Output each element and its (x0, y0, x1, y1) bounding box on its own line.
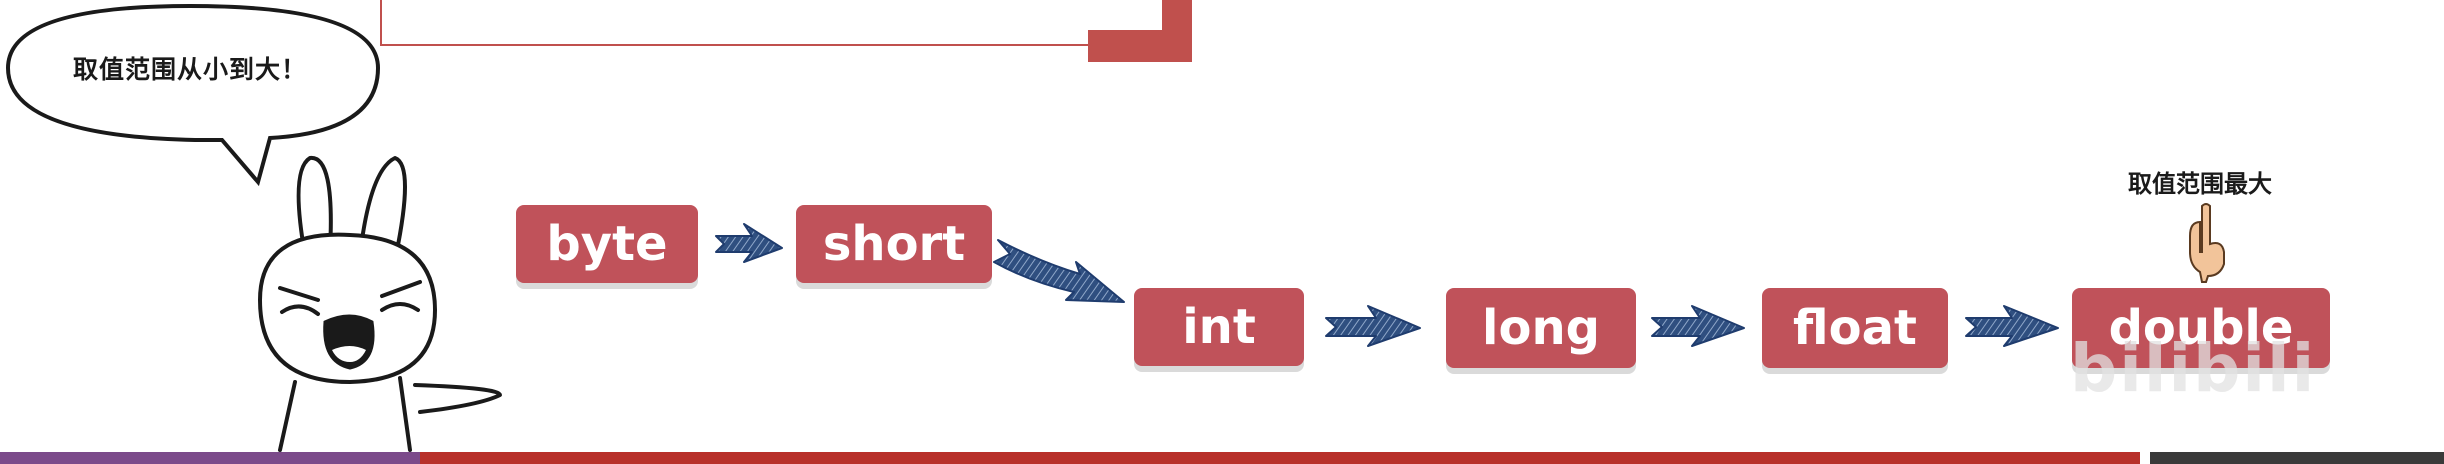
pointing-hand-icon (2189, 203, 2225, 283)
type-float-label: float (1793, 300, 1917, 356)
rabbit-right-brow (380, 280, 422, 298)
type-int-label: int (1182, 299, 1256, 355)
type-long-label: long (1482, 300, 1600, 356)
type-int: int (1134, 288, 1304, 366)
type-byte-label: byte (546, 216, 668, 272)
rabbit-left-brow (278, 286, 320, 302)
arrow-byte-to-short-icon (715, 223, 783, 263)
max-range-label: 取值范围最大 (2128, 170, 2272, 198)
type-short: short (796, 205, 992, 283)
rabbit-right-ear (358, 156, 407, 262)
bilibili-watermark: bilibili (2070, 330, 2317, 407)
rabbit-left-ear (296, 155, 333, 257)
arrow-float-to-double-icon (1965, 305, 2059, 347)
rabbit-teeth (332, 346, 366, 362)
type-float: float (1762, 288, 1948, 368)
frame-corner-inner (1088, 0, 1162, 30)
rabbit-head (258, 232, 437, 384)
speech-bubble-text: 取值范围从小到大！ (72, 55, 307, 84)
rabbit-illustration (258, 155, 502, 452)
type-byte: byte (516, 205, 698, 283)
speech-bubble-shape (5, 3, 381, 187)
content-frame (380, 0, 1160, 46)
rabbit-pointing-arm (413, 383, 502, 414)
arrow-short-to-int-icon (993, 239, 1125, 303)
bottom-progress-bar (0, 452, 2140, 464)
rabbit-body (278, 376, 412, 452)
type-double: double (2072, 288, 2330, 368)
bottom-bar-dark-segment (2150, 452, 2444, 464)
arrow-long-to-float-icon (1651, 305, 1745, 347)
type-double-label: double (2108, 300, 2294, 356)
speech-bubble (5, 3, 381, 187)
bottom-progress-played (0, 452, 420, 464)
type-long: long (1446, 288, 1636, 368)
type-short-label: short (822, 216, 966, 272)
arrow-int-to-long-icon (1325, 305, 1421, 347)
rabbit-right-eye (380, 302, 420, 312)
rabbit-left-eye (280, 304, 320, 316)
